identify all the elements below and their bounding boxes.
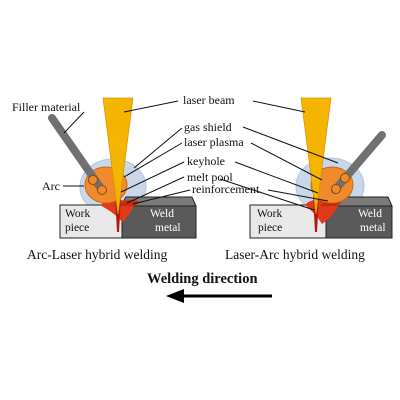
label-laser-beam: laser beam [183, 93, 235, 107]
left-droplet [97, 185, 107, 195]
right-caption: Laser-Arc hybrid welding [225, 247, 365, 262]
left-workpiece-label: piece [65, 222, 89, 234]
welding-direction-label: Welding direction [147, 271, 258, 287]
label-filler-material: Filler material [12, 100, 81, 114]
right-panel [249, 97, 393, 239]
leader-lines [63, 100, 339, 211]
left-panel [48, 97, 197, 239]
direction-arrow [166, 289, 272, 303]
right-droplet [340, 173, 350, 183]
left-workpiece [59, 204, 123, 239]
label-gas-shield: gas shield [184, 120, 232, 134]
label-keyhole: keyhole [187, 154, 225, 168]
right-workpiece-label: piece [258, 222, 282, 234]
left-laser-beam [102, 97, 134, 215]
left-workpiece-label: Work [65, 208, 91, 220]
label-arc: Arc [42, 179, 60, 193]
label-laser-plasma: laser plasma [184, 135, 244, 149]
right-weld-label: metal [360, 222, 386, 234]
label-melt-pool: melt pool [187, 170, 233, 184]
right-weld-label: Weld [358, 208, 382, 220]
right-laser-beam [300, 97, 332, 215]
right-workpiece-label: Work [257, 208, 283, 220]
right-droplet [331, 184, 341, 194]
left-droplet [88, 175, 98, 185]
left-weld-label: metal [155, 222, 181, 234]
left-reinforcement [118, 199, 140, 206]
left-weld-label: Weld [150, 208, 174, 220]
label-reinforcement: reinforcement [192, 182, 260, 196]
left-caption: Arc-Laser hybrid welding [27, 247, 167, 262]
